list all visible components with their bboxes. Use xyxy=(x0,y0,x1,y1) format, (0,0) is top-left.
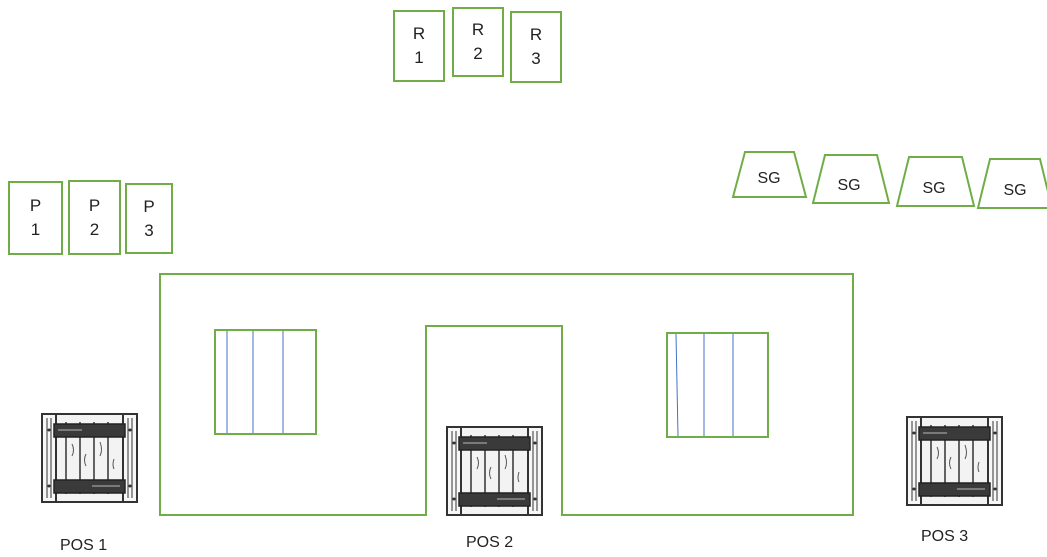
r-card-1-number: 1 xyxy=(414,48,424,67)
p-card-2-letter: P xyxy=(88,195,101,215)
p-card-1: P 1 xyxy=(8,181,63,255)
r-card-3: R 3 xyxy=(510,11,562,83)
sg-shape-2: SG xyxy=(811,154,891,204)
crate-pos-1-icon xyxy=(41,413,138,503)
r-card-2: R 2 xyxy=(452,7,504,77)
pos-label-1: POS 1 xyxy=(60,537,108,554)
sg-shape-4: SG xyxy=(976,158,1047,209)
r-card-2-number: 2 xyxy=(473,44,483,63)
r-card-1: R 1 xyxy=(393,10,445,82)
window-left xyxy=(214,329,317,435)
r-card-3-letter: R xyxy=(529,25,543,44)
p-card-3-number: 3 xyxy=(144,220,154,240)
r-card-1-letter: R xyxy=(412,24,426,43)
sg-shape-1: SG xyxy=(731,151,808,198)
sg-shape-2-label: SG xyxy=(837,177,860,194)
pos-label-2: POS 2 xyxy=(466,534,514,551)
pos-label-3: POS 3 xyxy=(921,528,969,545)
p-card-1-number: 1 xyxy=(30,220,41,239)
p-card-2-number: 2 xyxy=(89,219,100,239)
crate-pos-2-icon xyxy=(446,426,543,516)
building-outline xyxy=(159,273,854,516)
p-card-3: P 3 xyxy=(125,183,173,254)
sg-shape-4-label: SG xyxy=(1003,182,1026,199)
sg-shape-1-label: SG xyxy=(757,170,780,187)
p-card-1-letter: P xyxy=(29,196,42,215)
sg-shape-3-label: SG xyxy=(922,180,945,197)
r-card-2-letter: R xyxy=(471,20,485,39)
sg-shape-3: SG xyxy=(895,156,976,207)
p-card-3-letter: P xyxy=(143,196,155,216)
p-card-2: P 2 xyxy=(68,180,121,255)
r-card-3-number: 3 xyxy=(531,49,541,68)
crate-pos-3-icon xyxy=(906,416,1003,506)
window-right xyxy=(666,332,769,438)
